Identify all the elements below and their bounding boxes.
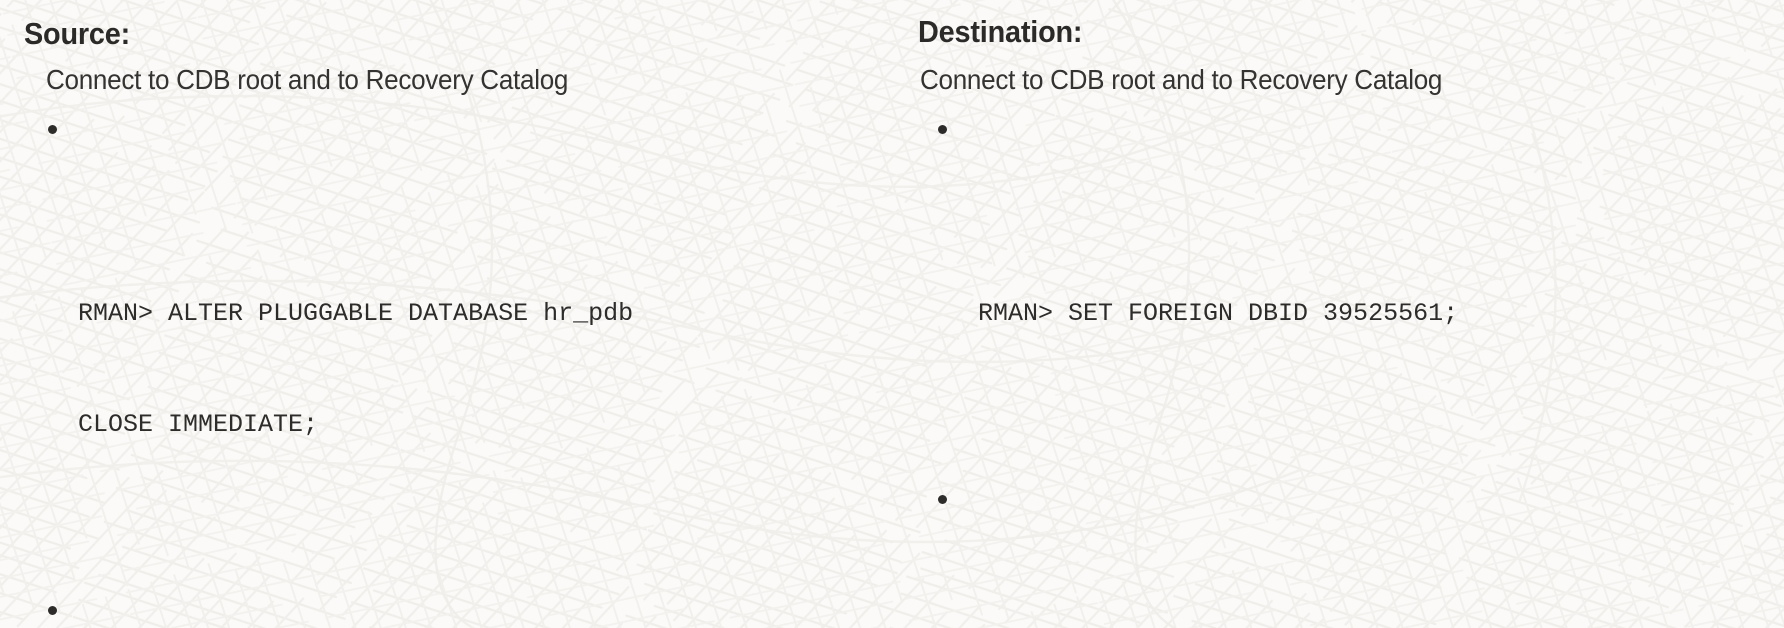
destination-subtitle: Connect to CDB root and to Recovery Cata… <box>920 64 1443 95</box>
destination-code-lines: RMAN> RESTORE PREVIEW TO TRANSPORT LIST … <box>978 591 1784 628</box>
source-column: Source: Connect to CDB root and to Recov… <box>22 0 822 628</box>
source-code-block: RMAN> BACKUP UNPLUG INTO '/tmp/pdb_dumpf… <box>22 591 822 628</box>
bullet-icon <box>48 606 57 615</box>
destination-heading: Destination: <box>918 14 1083 49</box>
source-code-list: RMAN> ALTER PLUGGABLE DATABASE hr_pdb CL… <box>22 110 822 628</box>
destination-column: Destination: Connect to CDB root and to … <box>918 0 1784 628</box>
bullet-icon <box>48 125 57 134</box>
destination-code-block: RMAN> SET FOREIGN DBID 39525561; <box>918 110 1784 480</box>
code-line: RMAN> ALTER PLUGGABLE DATABASE hr_pdb <box>78 299 634 328</box>
destination-code-block: RMAN> RESTORE PREVIEW TO TRANSPORT LIST … <box>918 480 1784 628</box>
source-code-block: RMAN> ALTER PLUGGABLE DATABASE hr_pdb CL… <box>22 110 822 591</box>
destination-code-lines: RMAN> SET FOREIGN DBID 39525561; <box>978 221 1784 406</box>
source-heading: Source: <box>24 16 131 51</box>
destination-code-list: RMAN> SET FOREIGN DBID 39525561; RMAN> R… <box>918 110 1784 628</box>
bullet-icon <box>938 125 947 134</box>
bullet-icon <box>938 495 947 504</box>
code-line: CLOSE IMMEDIATE; <box>78 410 319 439</box>
source-subtitle: Connect to CDB root and to Recovery Cata… <box>46 64 569 95</box>
source-code-lines: RMAN> ALTER PLUGGABLE DATABASE hr_pdb CL… <box>78 221 822 517</box>
code-line: RMAN> SET FOREIGN DBID 39525561; <box>978 299 1459 328</box>
